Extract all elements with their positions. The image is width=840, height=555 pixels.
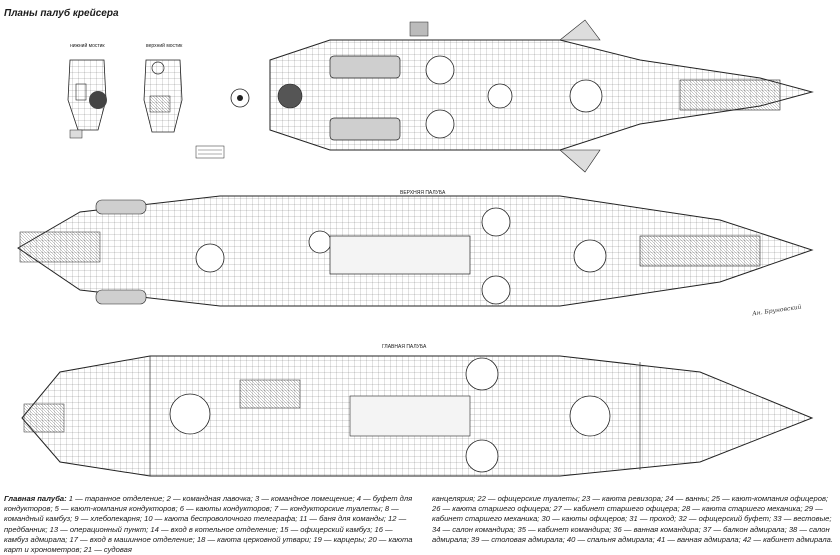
upper-deck-plan: [17, 195, 814, 307]
legend-text-left: Главная палуба: 1 — таранное отделение; …: [4, 494, 414, 555]
main-deck-plan: [21, 355, 814, 477]
page-title: Планы палуб крейсера: [4, 8, 119, 19]
upper-deck-label: ВЕРХНЯЯ ПАЛУБА: [400, 190, 446, 196]
stamp-box: [195, 145, 225, 159]
lower-bridge-plan: [67, 59, 107, 139]
legend-body-right: канцелярия; 22 — офицерские туалеты; 23 …: [432, 494, 833, 544]
upper-bridge-plan: [143, 59, 183, 133]
legend-heading: Главная палуба:: [4, 494, 67, 503]
main-deck-label: ГЛАВНАЯ ПАЛУБА: [382, 344, 427, 350]
lower-bridge-label: нижний мостик: [70, 42, 105, 49]
forecastle-deck-plan: [269, 19, 814, 173]
upper-bridge-label: верхний мостик: [146, 42, 183, 49]
legend-text-right: канцелярия; 22 — офицерские туалеты; 23 …: [432, 494, 836, 545]
deck-plans-drawing: нижний мостик верхний мостик ВЕРХНЯЯ ПАЛ…: [17, 19, 814, 477]
small-platform-plan: [230, 88, 250, 108]
legend-body-left: 1 — таранное отделение; 2 — командная ла…: [4, 494, 413, 555]
